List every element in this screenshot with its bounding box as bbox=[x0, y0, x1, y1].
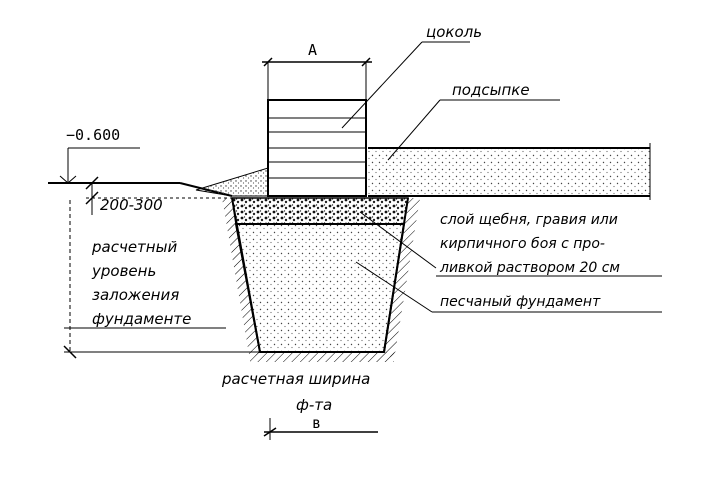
plinth-wall bbox=[267, 99, 367, 197]
gravel-layer bbox=[231, 197, 409, 225]
layer-label-2: кирпичного боя с про- bbox=[440, 236, 605, 252]
plinth-label: цоколь bbox=[426, 23, 482, 41]
calc-level-line-4: фундаменте bbox=[92, 310, 191, 328]
width-label-2: ф-та bbox=[296, 396, 332, 414]
sand-foundation-body bbox=[234, 223, 406, 353]
plinth-leader bbox=[341, 41, 423, 129]
sand-foundation-label: песчаный фундамент bbox=[440, 294, 601, 310]
calc-level-line-1: расчетный bbox=[91, 238, 177, 256]
backfill-left-wedge bbox=[195, 167, 269, 197]
layer-label-1: слой щебня, гравия или bbox=[440, 212, 618, 228]
backfill-leader bbox=[387, 99, 441, 161]
dimension-b: в bbox=[263, 414, 378, 440]
backfill-right bbox=[368, 143, 651, 200]
trench-hatching bbox=[222, 197, 420, 362]
calc-level-line-3: заложения bbox=[92, 286, 179, 304]
backfill-label: подсыпке bbox=[452, 81, 530, 99]
elevation-marker: −0.600 bbox=[59, 126, 140, 184]
dimension-a: A bbox=[262, 41, 372, 100]
layer-label-3: ливкой раствором 20 см bbox=[439, 260, 620, 276]
calc-level-dimension bbox=[63, 200, 260, 359]
gravel-leader bbox=[359, 211, 437, 269]
depth-dimension: 200-300 bbox=[85, 176, 232, 215]
sand-leader bbox=[355, 261, 433, 313]
width-label-1: расчетная ширина bbox=[221, 370, 370, 388]
dim-b-label: в bbox=[312, 414, 321, 432]
calc-level-line-2: уровень bbox=[91, 262, 156, 280]
depth-range-label: 200-300 bbox=[100, 196, 163, 214]
dim-a-label: A bbox=[308, 41, 317, 59]
elevation-label: −0.600 bbox=[66, 126, 120, 144]
